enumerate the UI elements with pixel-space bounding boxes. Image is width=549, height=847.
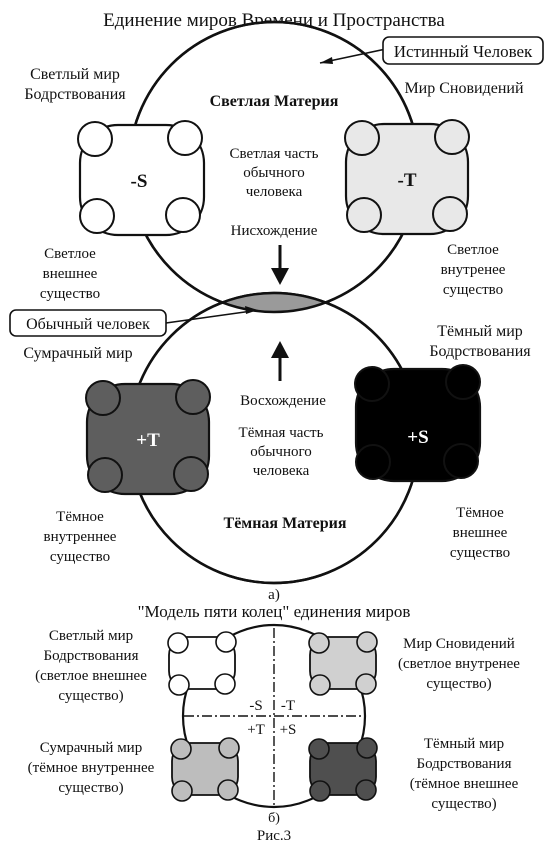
quadrant-neg-t: -T — [281, 698, 295, 714]
neg-t-label: -T — [398, 170, 417, 191]
ordinary-man-label: Обычный человек — [26, 316, 150, 333]
dream-world-label: Мир Сновидений — [404, 80, 524, 97]
true-man-label: Истинный Человек — [394, 42, 533, 61]
small-shape-twilight — [170, 737, 240, 802]
ascent-label: Восхождение — [240, 393, 326, 409]
fig-b-label: б) — [268, 811, 280, 826]
descent-arrow — [271, 245, 289, 285]
quadrant-neg-s: -S — [249, 698, 262, 714]
ring-shape-neg-s: -S — [77, 120, 206, 237]
ascent-arrow — [271, 341, 289, 381]
quadrant-pos-t: +T — [247, 722, 265, 738]
small-shape-dream — [308, 631, 378, 696]
twilight-world-label: Сумрачный мир — [23, 345, 132, 362]
light-matter-label: Светлая Материя — [210, 93, 339, 110]
fig-b-title: "Модель пяти колец" единения миров — [138, 602, 411, 621]
descent-label: Нисхождение — [231, 223, 318, 239]
figure-caption: Рис.3 — [257, 828, 291, 844]
fig-a-label: а) — [268, 587, 280, 603]
small-shape-light-awake — [167, 631, 237, 696]
ring-shape-neg-t: -T — [344, 119, 470, 236]
ordinary-man-callout: Обычный человек — [9, 306, 258, 337]
ring-shape-pos-t: +T — [85, 379, 211, 496]
dark-matter-label: Тёмная Материя — [224, 515, 347, 532]
quadrant-pos-s: +S — [280, 722, 297, 738]
neg-s-label: -S — [131, 171, 148, 192]
ring-shape-pos-s: +S — [354, 364, 482, 483]
pos-s-label: +S — [407, 427, 428, 448]
true-man-callout: Истинный Человек — [319, 36, 544, 65]
fig-a-title: Единение миров Времени и Пространства — [103, 10, 445, 31]
small-shape-dark-awake — [308, 737, 378, 802]
pos-t-label: +T — [136, 430, 160, 451]
